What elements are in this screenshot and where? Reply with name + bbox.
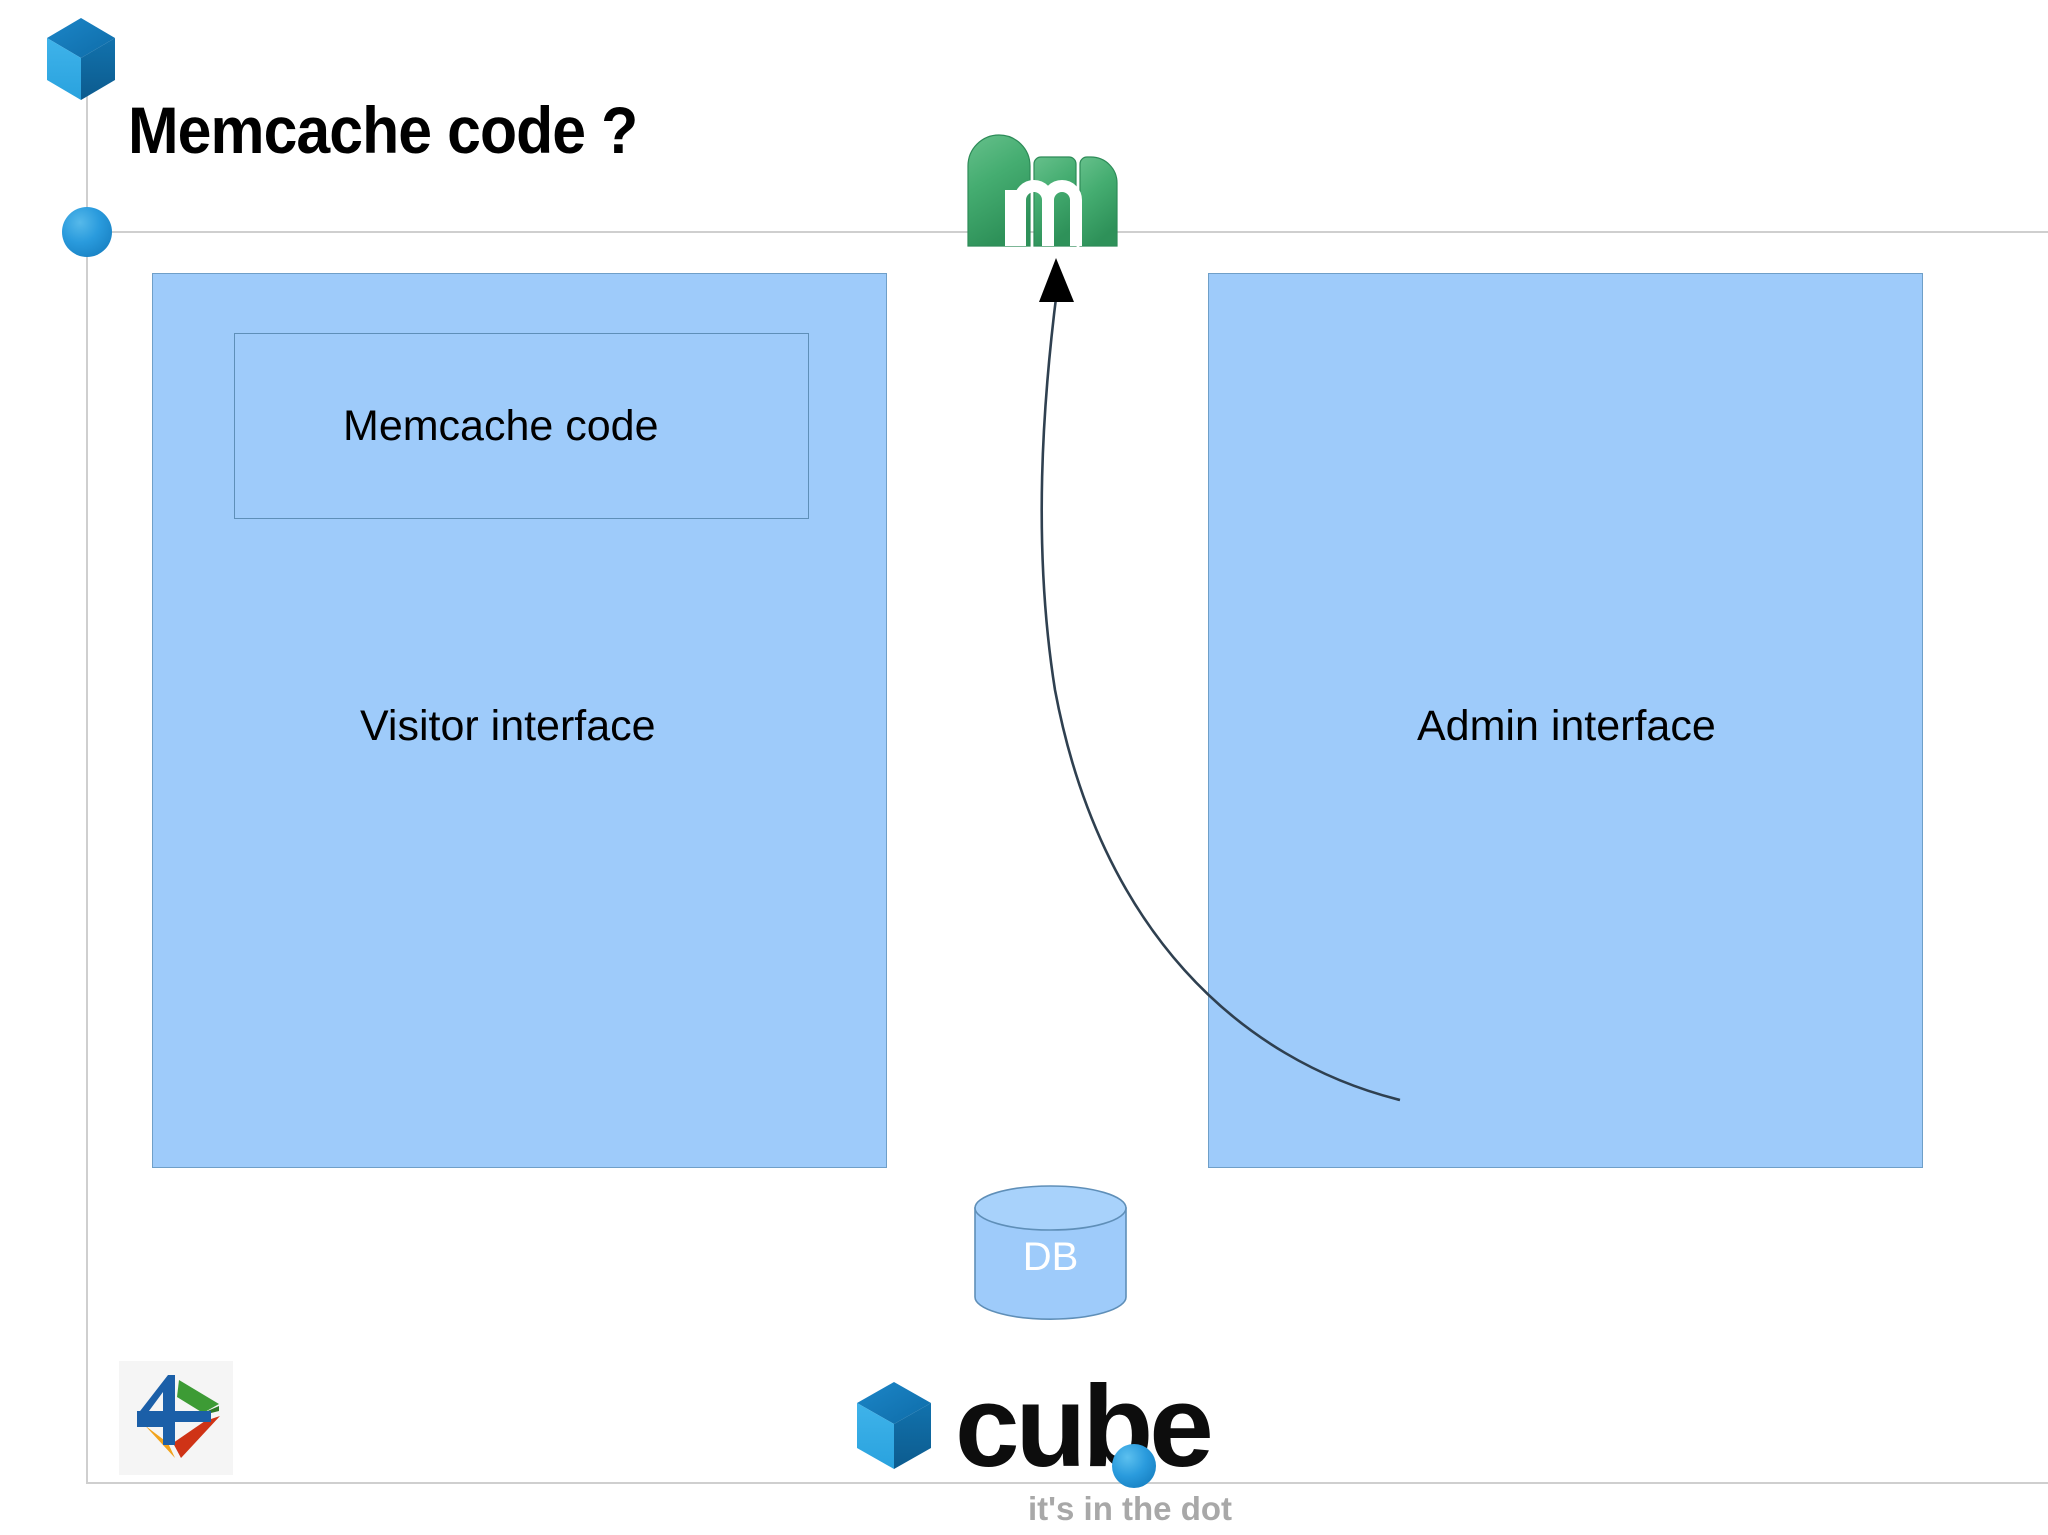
- page-title: Memcache code ?: [128, 93, 638, 167]
- cube-brand-dot: [1112, 1444, 1156, 1488]
- accent-dot: [62, 207, 112, 257]
- partner-4-logo-icon: [119, 1361, 233, 1475]
- cube-brand-cube-icon: [857, 1382, 931, 1469]
- panel-memcache-code-box[interactable]: [234, 333, 809, 519]
- database-cylinder-icon: [974, 1185, 1127, 1320]
- cube-brand-tagline: it's in the dot: [1028, 1490, 1232, 1527]
- label-visitor-interface: Visitor interface: [360, 702, 656, 750]
- cube-logo-icon: [47, 18, 115, 100]
- cube-brand-wordmark: cube: [955, 1361, 1214, 1491]
- memcached-logo-icon: [967, 134, 1118, 247]
- database-label: DB: [1022, 1235, 1079, 1279]
- frame-bottom-rule: [86, 1482, 2048, 1484]
- label-admin-interface: Admin interface: [1417, 702, 1716, 750]
- label-memcache-code: Memcache code: [343, 402, 659, 450]
- frame-vertical-rule: [86, 60, 88, 1484]
